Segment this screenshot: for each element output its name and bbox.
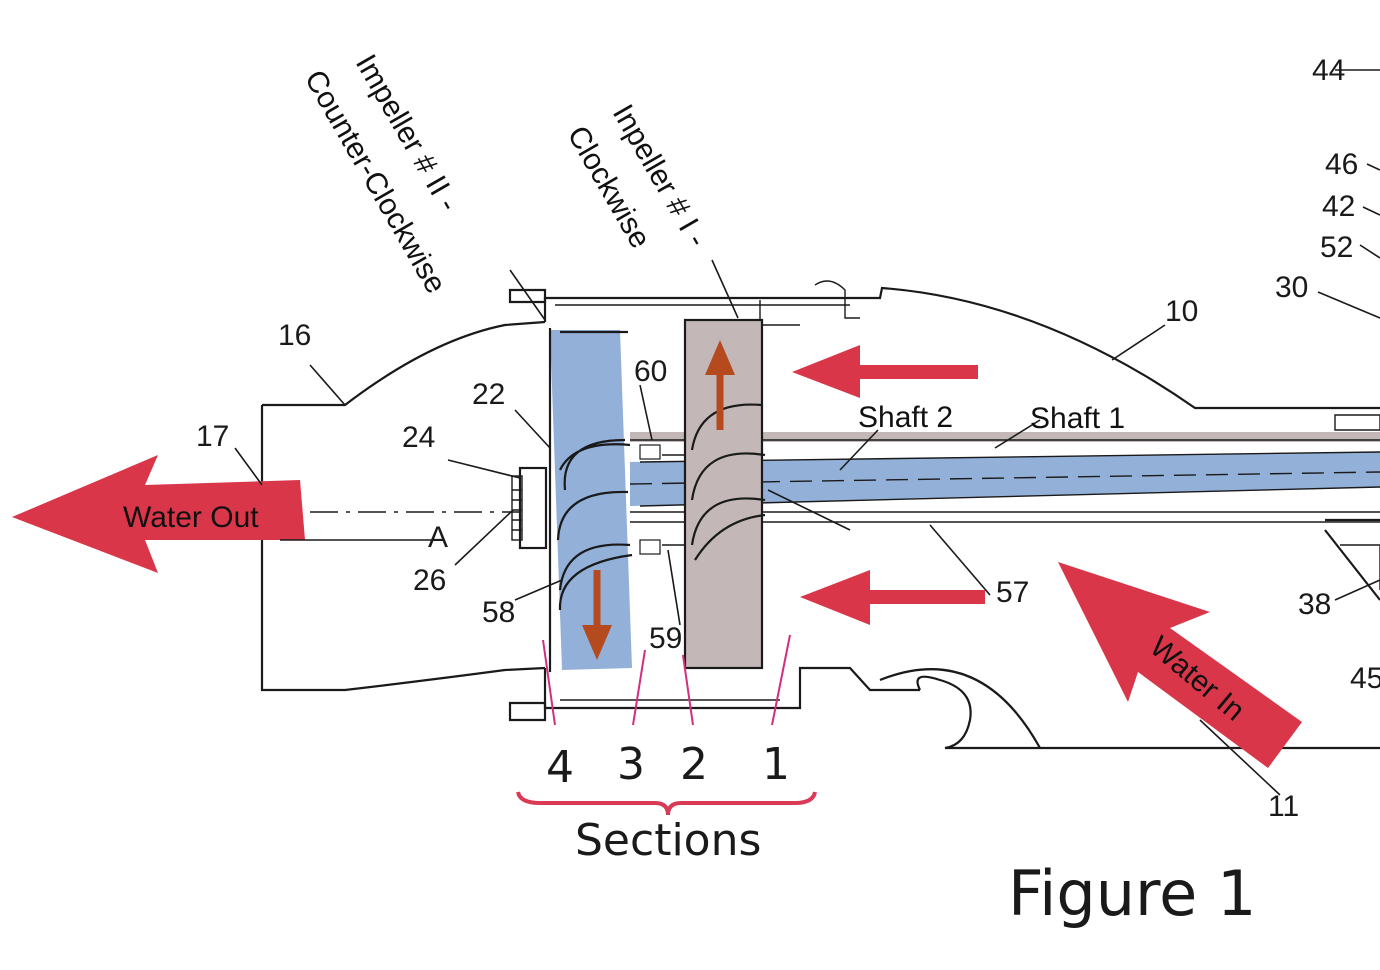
ref-44: 44 <box>1312 54 1345 87</box>
ref-38: 38 <box>1298 588 1331 621</box>
figure-title: Figure 1 <box>1008 857 1256 930</box>
ref-57: 57 <box>996 576 1029 609</box>
inflow-arrow-upper <box>792 345 978 398</box>
water-in-arrow <box>1058 562 1302 768</box>
section-line-3 <box>632 649 646 726</box>
ref-45: 45 <box>1350 662 1380 695</box>
shaft-assembly <box>262 432 1380 555</box>
impeller-ii-rotation-arrow <box>582 625 612 660</box>
ref-24: 24 <box>402 421 435 454</box>
ref-11: 11 <box>1268 790 1299 823</box>
section-line-4 <box>542 639 556 726</box>
ref-60: 60 <box>634 355 667 388</box>
housing-outline <box>260 280 1380 750</box>
water-out-label: Water Out <box>123 501 259 534</box>
section-2-label: 2 <box>680 739 708 790</box>
shaft-1-label: Shaft 1 <box>1030 402 1125 435</box>
section-1-label: 1 <box>762 739 790 790</box>
leader-lines <box>234 69 1380 796</box>
shaft-2-highlight <box>630 452 1380 506</box>
section-3-label: 3 <box>617 739 645 790</box>
flow-arrows <box>12 345 1302 768</box>
sections-caption: Sections <box>575 815 761 866</box>
ref-58: 58 <box>482 596 515 629</box>
ref-17: 17 <box>196 420 229 453</box>
ref-42: 42 <box>1322 190 1355 223</box>
inflow-arrow-lower <box>800 570 985 625</box>
ref-59: 59 <box>649 622 682 655</box>
shaft-2-label: Shaft 2 <box>858 401 953 434</box>
section-4-label: 4 <box>546 742 574 793</box>
water-out-arrow <box>12 455 305 573</box>
axis-a-label: A <box>428 521 448 554</box>
ref-46: 46 <box>1325 148 1358 181</box>
sections-brace <box>516 791 817 816</box>
impeller-i <box>683 318 766 670</box>
section-line-2 <box>682 654 694 726</box>
section-markers <box>516 634 817 816</box>
impeller-i-label: Inpeller # I - Clockwise <box>561 99 714 254</box>
impeller-i-rotation-arrow <box>705 340 735 375</box>
section-line-1 <box>771 634 791 726</box>
ref-16: 16 <box>278 319 311 352</box>
ref-26: 26 <box>413 564 446 597</box>
impeller-ii <box>548 328 633 672</box>
ref-30: 30 <box>1275 271 1308 304</box>
ref-52: 52 <box>1320 231 1353 264</box>
ref-22: 22 <box>472 378 505 411</box>
impeller-ii-label: Impeller # II - Counter-Clockwise <box>298 49 465 299</box>
ref-10: 10 <box>1165 295 1198 328</box>
